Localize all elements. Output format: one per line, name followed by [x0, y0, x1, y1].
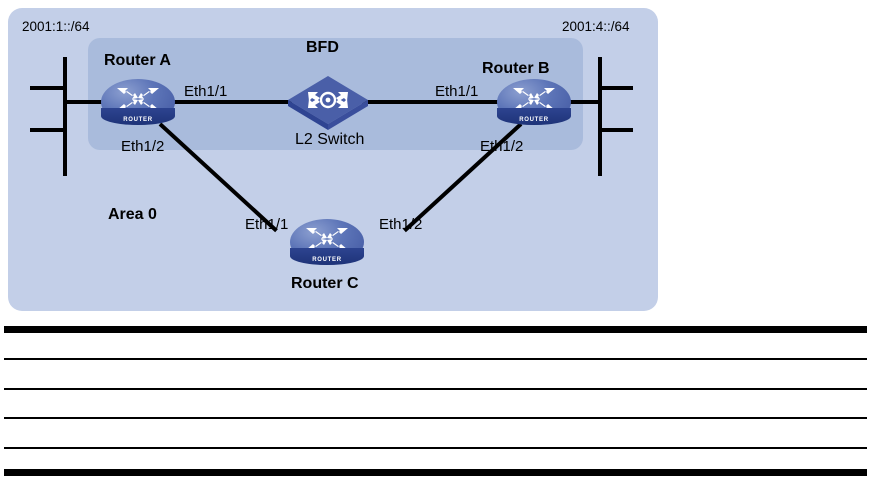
- router-a-eth1-1-label: Eth1/1: [184, 83, 228, 100]
- router-b-icon[interactable]: ROUTER: [497, 79, 571, 125]
- table-row-border-3: [4, 447, 867, 449]
- switch-3d-shape: [288, 76, 368, 130]
- table-header-border: [4, 358, 867, 360]
- link-switch-to-router-b: [362, 100, 508, 104]
- bfd-label: BFD: [306, 39, 339, 56]
- table-row-border-1: [4, 388, 867, 390]
- network-topology-diagram: 2001:1::/64 2001:4::/64 BFD Area 0 Route…: [8, 8, 658, 311]
- router-arrows-icon: [306, 228, 348, 250]
- router-c-badge: ROUTER: [312, 256, 342, 263]
- router-c-eth1-2-label: Eth1/2: [379, 216, 423, 233]
- router-c-eth1-1-label: Eth1/1: [245, 216, 289, 233]
- left-network-prefix-label: 2001:1::/64: [22, 19, 90, 34]
- table-row: [4, 360, 867, 388]
- right-lan-stub-lower: [598, 128, 633, 132]
- router-c-base: [290, 248, 364, 265]
- table-top-border: [4, 326, 867, 333]
- router-b-eth1-2-label: Eth1/2: [480, 138, 524, 155]
- table-row: [4, 390, 867, 417]
- left-lan-bus: [63, 57, 67, 176]
- table-bottom-border: [4, 469, 867, 476]
- table-row: [4, 419, 867, 447]
- l2-switch-label: L2 Switch: [295, 131, 365, 148]
- right-network-prefix-label: 2001:4::/64: [562, 19, 630, 34]
- left-lan-stub-lower: [30, 128, 65, 132]
- router-c-icon[interactable]: ROUTER: [290, 219, 364, 265]
- router-b-eth1-1-label: Eth1/1: [435, 83, 479, 100]
- router-a-badge: ROUTER: [123, 116, 153, 123]
- router-a-base: [101, 108, 175, 125]
- link-left-lan-to-router-a: [63, 100, 111, 104]
- router-a-eth1-2-label: Eth1/2: [121, 138, 165, 155]
- table-row: [4, 449, 867, 469]
- right-lan-bus: [598, 57, 602, 176]
- router-b-base: [497, 108, 571, 125]
- link-router-a-to-switch: [168, 100, 292, 104]
- data-table: [4, 322, 867, 476]
- l2-switch-icon[interactable]: [286, 74, 370, 130]
- router-arrows-icon: [117, 88, 159, 110]
- link-router-b-to-right-lan: [559, 100, 600, 104]
- router-b-label: Router B: [482, 60, 550, 77]
- router-a-label: Router A: [104, 52, 171, 69]
- router-a-icon[interactable]: ROUTER: [101, 79, 175, 125]
- router-arrows-icon: [513, 88, 555, 110]
- table-row-border-2: [4, 417, 867, 419]
- router-b-badge: ROUTER: [519, 116, 549, 123]
- table-header-row: [4, 333, 867, 358]
- right-lan-stub-upper: [598, 86, 633, 90]
- area-0-label: Area 0: [108, 206, 157, 223]
- router-c-label: Router C: [291, 275, 359, 292]
- left-lan-stub-upper: [30, 86, 65, 90]
